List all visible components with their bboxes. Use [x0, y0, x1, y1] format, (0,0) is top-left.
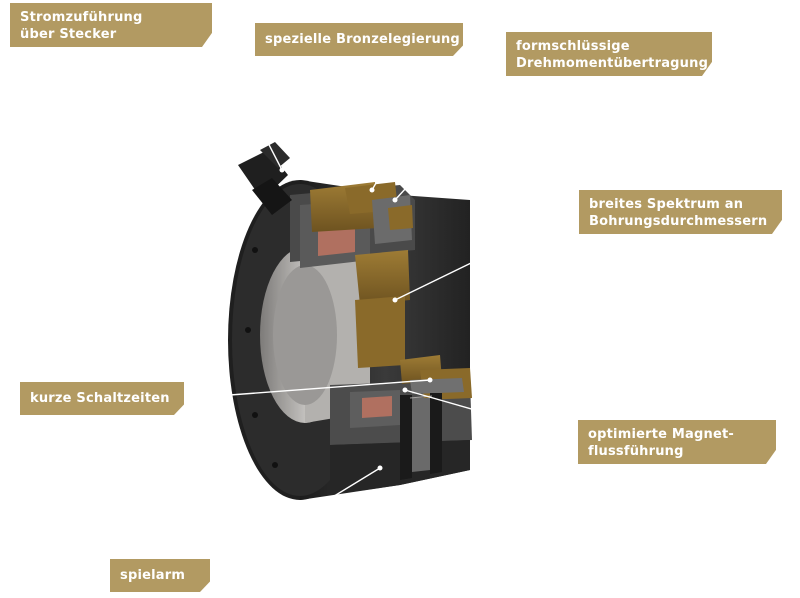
label-low-backlash: spielarm — [110, 559, 210, 592]
label-torque-transmission: formschlüssige Drehmomentübertragung — [506, 32, 712, 76]
leader-bronze-alloy — [371, 44, 456, 191]
label-bore-diameters: breites Spektrum an Bohrungsdurchmessern — [579, 190, 782, 234]
leader-power-supply — [210, 31, 283, 171]
label-magnetic-flux: optimierte Magnet- flussführung — [578, 420, 776, 464]
connector-plug — [238, 142, 292, 215]
label-bore-line2: Bohrungsdurchmessern — [589, 214, 768, 229]
label-power-supply: Stromzuführung über Stecker — [10, 3, 212, 47]
leader-bore — [394, 209, 581, 301]
label-flux-line1: optimierte Magnet- — [588, 427, 734, 442]
label-switching-line1: kurze Schaltzeiten — [30, 391, 170, 406]
label-switching-times: kurze Schaltzeiten — [20, 382, 184, 415]
label-power-supply-line2: über Stecker — [20, 27, 117, 42]
leader-low-backlash — [209, 467, 381, 573]
bore — [260, 247, 370, 423]
leader-torque — [394, 74, 511, 201]
label-bore-line1: breites Spektrum an — [589, 197, 744, 212]
upper-cutaway — [290, 182, 415, 368]
label-torque-line2: Drehmomentübertragung — [516, 56, 709, 71]
label-torque-line1: formschlüssige — [516, 39, 630, 54]
outer-ring — [330, 393, 470, 495]
leader-switching — [189, 379, 431, 399]
label-backlash-line1: spielarm — [120, 568, 186, 583]
label-bronze-alloy-line1: spezielle Bronzelegierung — [265, 32, 460, 47]
label-flux-line2: flussführung — [588, 444, 684, 459]
label-power-supply-line1: Stromzuführung — [20, 10, 143, 25]
leader-magnetic-flux — [404, 389, 581, 441]
leader-lines — [189, 31, 581, 573]
label-bronze-alloy: spezielle Bronzelegierung — [255, 23, 463, 56]
leader-dots — [279, 167, 433, 471]
